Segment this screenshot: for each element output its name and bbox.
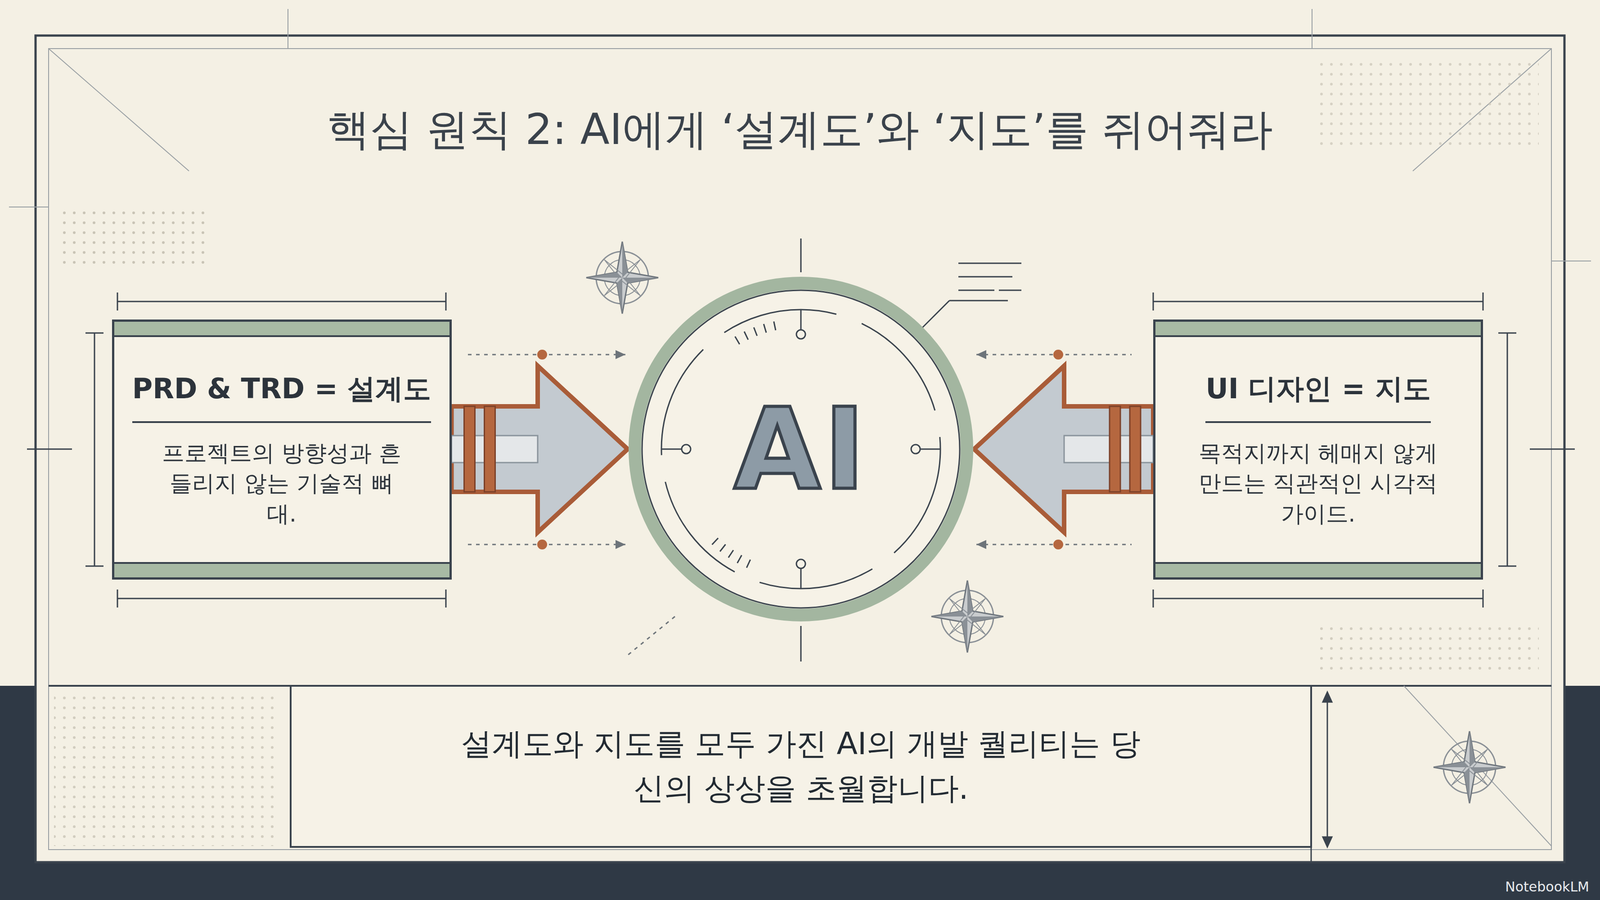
concept-box: UI 디자인 = 지도목적지까지 헤매지 않게 만드는 직관적인 시각적 가이드… <box>1153 319 1484 580</box>
box-band <box>114 321 450 338</box>
arrow-stripe <box>464 406 476 492</box>
arrow-stripe <box>484 406 496 492</box>
ai-circle: AI <box>627 275 975 623</box>
concept-box: PRD & TRD = 설계도프로젝트의 방향성과 흔들리지 않는 기술적 뼈대… <box>112 319 452 580</box>
title: 핵심 원칙 2: AI에게 ‘설계도’와 ‘지도’를 쥐어줘라 <box>0 101 1600 159</box>
circle-label: AI <box>733 383 869 515</box>
watermark: NotebookLM <box>1505 878 1590 895</box>
big-arrow <box>974 365 1154 533</box>
box-band <box>1155 321 1481 338</box>
arrow-stripe <box>1109 406 1121 492</box>
box-body: 목적지까지 헤매지 않게 만드는 직관적인 시각적 가이드. <box>1196 438 1440 530</box>
caption: 설계도와 지도를 모두 가진 AI의 개발 퀄리티는 당신의 상상을 초월합니다… <box>449 721 1152 811</box>
big-arrow <box>451 365 629 533</box>
box-heading: PRD & TRD = 설계도 <box>132 369 432 423</box>
box-band <box>114 561 450 578</box>
box-body: 프로젝트의 방향성과 흔들리지 않는 기술적 뼈대. <box>160 438 404 530</box>
box-heading: UI 디자인 = 지도 <box>1205 369 1431 423</box>
box-band <box>1155 561 1481 578</box>
arrow-stripe <box>1129 406 1141 492</box>
